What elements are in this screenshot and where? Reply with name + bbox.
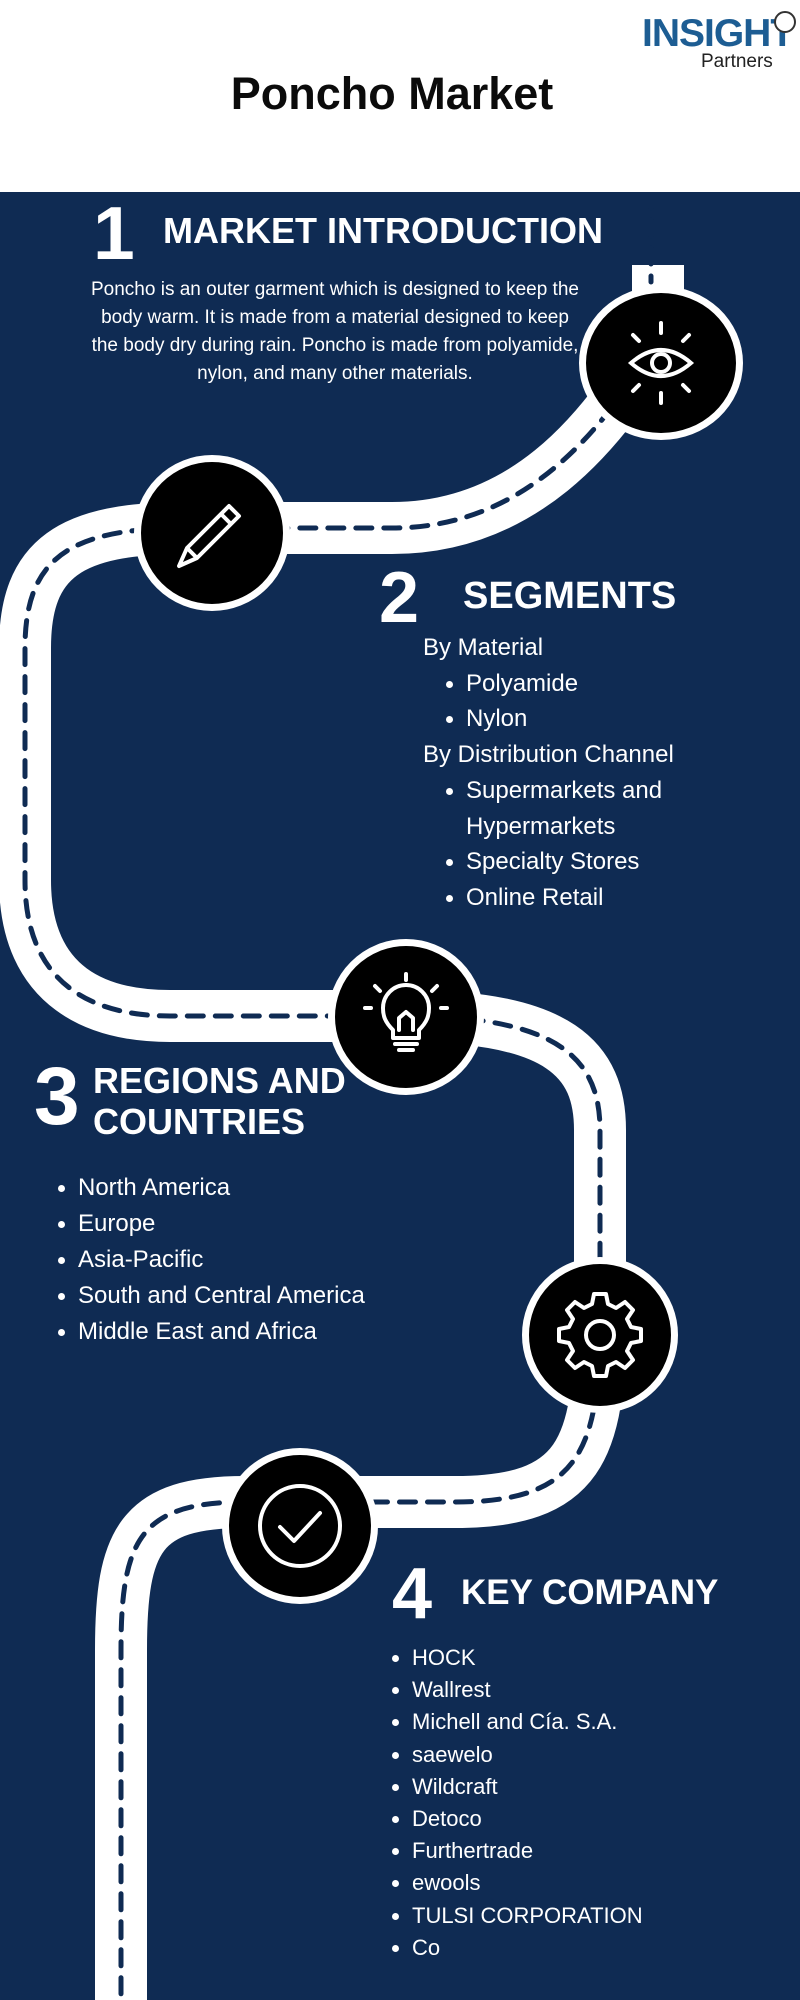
logo-word-sub: Partners bbox=[701, 51, 773, 72]
checkmark-node bbox=[222, 1448, 378, 1604]
list-item: Asia-Pacific bbox=[56, 1242, 476, 1278]
list-item: Specialty Stores bbox=[444, 844, 684, 880]
section-number-1: 1 bbox=[93, 191, 135, 275]
logo-word-main: INSIGHT bbox=[642, 12, 794, 55]
pencil-node bbox=[134, 455, 290, 611]
section-title-intro: MARKET INTRODUCTION bbox=[163, 210, 603, 251]
companies-list: HOCK Wallrest Michell and Cía. S.A. saew… bbox=[390, 1642, 770, 1964]
list-item: South and Central America bbox=[56, 1278, 476, 1314]
section-title-segments: SEGMENTS bbox=[463, 575, 677, 617]
logo-circle-mark bbox=[774, 11, 796, 33]
list-item: ewools bbox=[390, 1867, 770, 1899]
list-item: HOCK bbox=[390, 1642, 770, 1674]
pencil-icon bbox=[177, 504, 241, 568]
segment-group-label: By Distribution Channel bbox=[423, 741, 674, 769]
list-item: Supermarkets and Hypermarkets bbox=[444, 773, 684, 844]
segment-group-label: By Material bbox=[423, 634, 544, 661]
section-title-regions-line1: REGIONS AND bbox=[93, 1060, 346, 1101]
section-number-4: 4 bbox=[392, 1554, 433, 1634]
regions-list: North America Europe Asia-Pacific South … bbox=[56, 1170, 476, 1350]
segment-group: By Distribution Channel Supermarkets and… bbox=[423, 737, 783, 916]
content-panel bbox=[0, 192, 800, 2000]
page-title: Poncho Market bbox=[230, 68, 554, 119]
list-item: Detoco bbox=[390, 1803, 770, 1835]
lightbulb-icon bbox=[363, 972, 449, 1052]
list-item: saewelo bbox=[390, 1739, 770, 1771]
gear-node bbox=[522, 1257, 678, 1413]
header: Poncho Market INSIGHT Partners bbox=[0, 0, 800, 192]
insight-partners-logo: INSIGHT Partners bbox=[640, 8, 800, 72]
list-item: Furthertrade bbox=[390, 1835, 770, 1867]
road-path bbox=[0, 192, 684, 2000]
list-item: North America bbox=[56, 1170, 476, 1206]
list-item: Online Retail bbox=[444, 880, 684, 916]
list-item: Michell and Cía. S.A. bbox=[390, 1706, 770, 1738]
eye-node bbox=[579, 286, 743, 440]
checkmark-icon bbox=[258, 1484, 342, 1568]
list-item: Wallrest bbox=[390, 1674, 770, 1706]
section-title-regions-line2: COUNTRIES bbox=[93, 1101, 306, 1143]
list-item: Europe bbox=[56, 1206, 476, 1242]
intro-text: Poncho is an outer garment which is desi… bbox=[91, 279, 579, 384]
list-item: Wildcraft bbox=[390, 1771, 770, 1803]
section-number-3: 3 bbox=[34, 1051, 80, 1142]
segment-group: By Material Polyamide Nylon bbox=[423, 630, 783, 737]
list-item: Middle East and Africa bbox=[56, 1314, 476, 1350]
gear-icon bbox=[557, 1292, 643, 1378]
list-item: TULSI CORPORATION bbox=[390, 1900, 770, 1932]
list-item: Co bbox=[390, 1932, 770, 1964]
section-title-companies: KEY COMPANY bbox=[461, 1573, 719, 1612]
list-item: Polyamide bbox=[444, 666, 783, 702]
segments-list: By Material Polyamide Nylon By Distribut… bbox=[423, 630, 783, 916]
section-number-2: 2 bbox=[379, 558, 420, 638]
section-title-regions: REGIONS AND COUNTRIES bbox=[93, 1060, 346, 1143]
lightbulb-node bbox=[328, 939, 484, 1095]
eye-icon bbox=[627, 321, 695, 405]
list-item: Nylon bbox=[444, 701, 783, 737]
